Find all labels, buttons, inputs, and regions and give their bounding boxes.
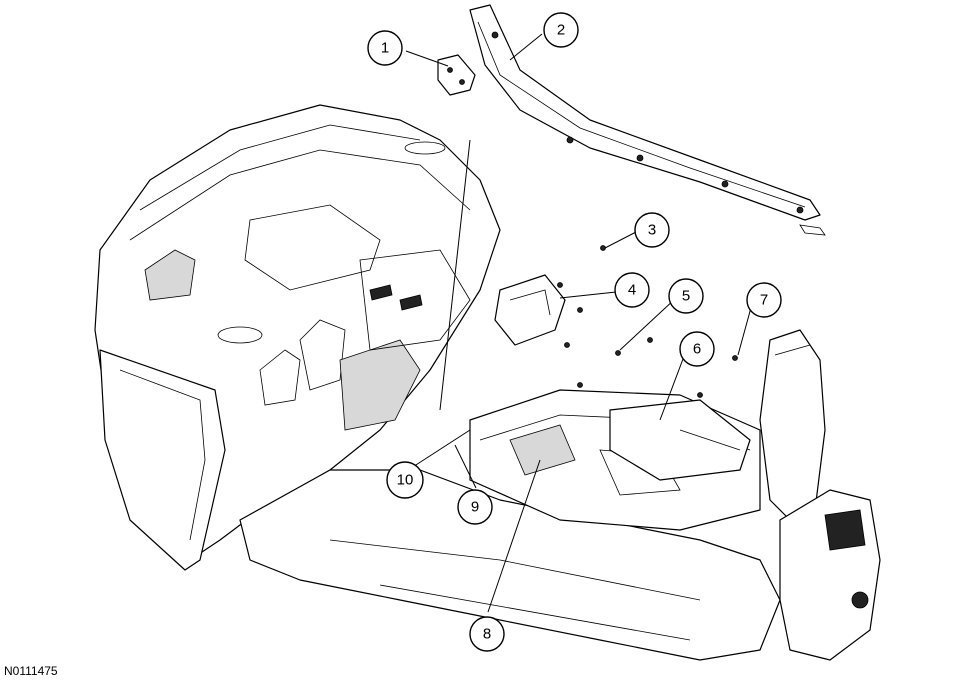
- callout-label: 3: [648, 222, 656, 239]
- fasteners: [557, 245, 738, 398]
- callout-label: 4: [628, 282, 636, 299]
- callout-label: 2: [557, 22, 565, 39]
- callout-label: 10: [397, 472, 414, 489]
- instrument-panel: [94, 104, 781, 661]
- callout-label: 1: [381, 40, 389, 57]
- callout-4: 4: [614, 272, 650, 308]
- callout-6: 6: [679, 331, 715, 367]
- a-pillar-trim: [469, 4, 826, 236]
- callout-9: 9: [457, 489, 493, 525]
- module-bracket: [494, 274, 566, 346]
- console-panel: [609, 399, 751, 481]
- callout-2: 2: [543, 12, 579, 48]
- callout-7: 7: [746, 282, 782, 318]
- callout-1: 1: [367, 30, 403, 66]
- callout-label: 7: [760, 292, 768, 309]
- pillar-bracket: [437, 54, 476, 96]
- callout-label: 9: [471, 499, 479, 516]
- callout-label: 6: [693, 341, 701, 358]
- callout-10: 10: [386, 461, 424, 499]
- callout-3: 3: [634, 212, 670, 248]
- callout-label: 5: [682, 288, 690, 305]
- callout-8: 8: [469, 616, 505, 652]
- console-armrest: [759, 329, 881, 661]
- figure-id-label: N0111475: [4, 664, 58, 678]
- callout-label: 8: [483, 626, 491, 643]
- callout-5: 5: [668, 278, 704, 314]
